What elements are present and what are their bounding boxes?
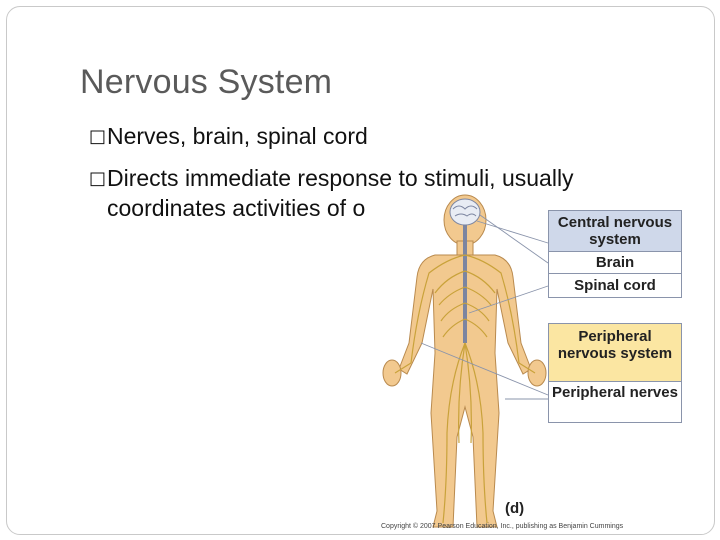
- peripheral-nervous-system-label: Peripheral nervous system: [548, 323, 682, 382]
- bullet-1: □Nerves, brain, spinal cord: [89, 121, 368, 152]
- leader-lines: [420, 214, 549, 400]
- bullet-2: □Directs immediate response to stimuli, …: [89, 163, 574, 194]
- body-illustration: [382, 194, 549, 528]
- figure-panel-letter: (d): [505, 500, 525, 517]
- bullet-marker-icon: □: [89, 168, 107, 189]
- nervous-system-figure: Central nervous system Brain Spinal cord…: [377, 193, 707, 534]
- bullet-1-text: Nerves, brain, spinal cord: [107, 123, 368, 149]
- figure-copyright: Copyright © 2007 Pearson Education, Inc.…: [381, 523, 624, 530]
- bullet-marker-icon: □: [89, 126, 107, 147]
- bullet-2-continuation: coordinates activities of o: [107, 195, 366, 221]
- peripheral-nerves-label: Peripheral nerves: [548, 382, 682, 423]
- bullet-2-text: Directs immediate response to stimuli, u…: [107, 165, 574, 191]
- central-nervous-system-label: Central nervous system: [548, 210, 682, 252]
- slide: Nervous System □Nerves, brain, spinal co…: [6, 6, 715, 535]
- spinal-cord-label: Spinal cord: [548, 274, 682, 298]
- brain-graphic: [449, 198, 481, 226]
- brain-label: Brain: [548, 252, 682, 274]
- peripheral-nerves-graphic: [394, 254, 536, 524]
- slide-title: Nervous System: [80, 63, 333, 101]
